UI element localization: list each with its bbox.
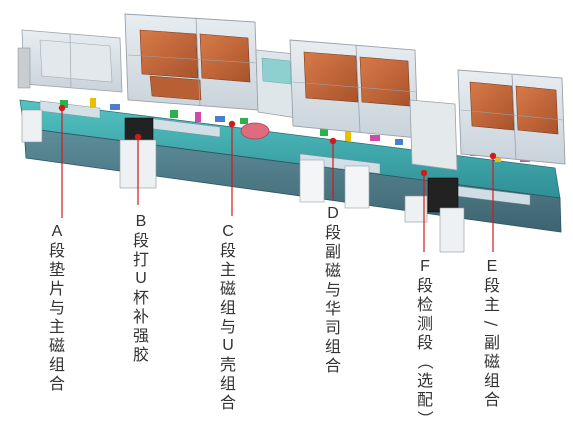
leader-dot-b [134, 133, 142, 141]
leader-dot-c [228, 120, 236, 128]
leader-dot-a [58, 104, 66, 112]
enclosure-d [289, 39, 419, 209]
enclosure-e [457, 69, 566, 165]
enclosure-f [404, 99, 465, 253]
leader-lines [58, 104, 497, 252]
leader-dot-f [420, 169, 428, 177]
enclosure-bc [119, 13, 259, 189]
leader-dot-d [329, 137, 337, 145]
leader-dot-e [489, 152, 497, 160]
enclosure-mid [255, 49, 298, 119]
enclosure-a [17, 29, 123, 143]
